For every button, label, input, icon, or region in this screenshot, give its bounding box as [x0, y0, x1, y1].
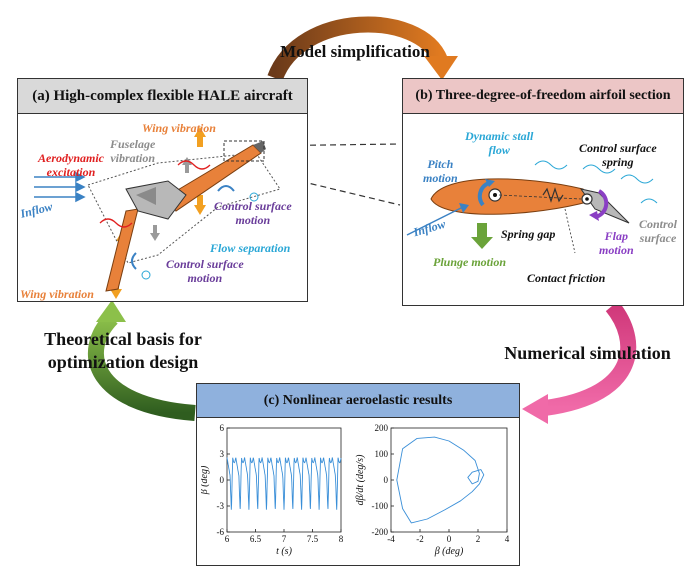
caption-theoretical-basis: Theoretical basis for optimization desig… — [8, 328, 238, 374]
caption-numerical-simulation: Numerical simulation — [504, 343, 671, 363]
label-aero-line1: Aerodynamic — [38, 151, 104, 165]
airfoil-illustration — [406, 160, 658, 254]
wing-tip — [253, 141, 266, 153]
caption-theoretical-line1: Theoretical basis for — [44, 329, 202, 349]
label-csm2-line2: motion — [187, 271, 223, 285]
c1-axes-frame — [226, 427, 342, 533]
label-contact-friction: Contact friction — [527, 271, 606, 285]
c2-ytick-label: 100 — [375, 449, 389, 459]
c2-xtick-label: 4 — [505, 534, 510, 544]
label-wing-vibration-bottom: Wing vibration — [20, 287, 94, 301]
label-fm-line1: Flap — [604, 229, 629, 243]
label-control-surface: Control surface — [639, 217, 677, 245]
c2-ytick-label: 0 — [384, 475, 389, 485]
tail — [136, 187, 156, 205]
c2-ylabel: dβ/dt (deg/s) — [355, 454, 366, 505]
label-fuselage-line2: vibration — [110, 151, 155, 165]
panel-a-title: (a) High-complex flexible HALE aircraft — [18, 79, 307, 114]
c1-xlabel: t (s) — [276, 546, 293, 557]
label-csm1-line2: motion — [235, 213, 271, 227]
chart-beta-time: 6 6.5 7 7.5 8 -6 -3 0 3 6 t (s) β (deg) — [201, 423, 344, 557]
panel-nonlinear-results: (c) Nonlinear aeroelastic results 6 6.5 7 7… — [196, 383, 520, 566]
c2-xtick-label: -2 — [416, 534, 424, 544]
label-control-surface-motion-2: Control surface motion — [166, 257, 244, 285]
label-csm2-line1: Control surface — [166, 257, 244, 271]
c2-ytick-label: -100 — [372, 501, 389, 511]
c2-ytick-label: -200 — [372, 527, 389, 537]
panel-hale-aircraft: (a) High-complex flexible HALE aircraft — [17, 78, 308, 302]
arrow-numerical-simulation — [543, 300, 637, 416]
label-cs-line2: spring — [602, 155, 634, 169]
panel-airfoil-section: (b) Three-degree-of-freedom airfoil sect… — [402, 78, 684, 306]
c2-xtick-label: 0 — [447, 534, 452, 544]
panel-b-title: (b) Three-degree-of-freedom airfoil sect… — [403, 79, 683, 114]
arrow-model-simplification — [267, 16, 448, 82]
label-csurf-line2: surface — [639, 231, 677, 245]
label-aero-line2: excitation — [46, 165, 96, 179]
c1-ytick-label: -3 — [217, 501, 225, 511]
c1-ytick-label: 3 — [220, 449, 225, 459]
caption-model-simplification: Model simplification — [280, 42, 430, 61]
plunge-arrow — [471, 223, 493, 249]
beta-time-series-line — [226, 457, 342, 510]
label-flap-motion: Flap motion — [599, 229, 634, 257]
c2-xtick-label: 2 — [476, 534, 481, 544]
label-flow-separation: Flow separation — [210, 241, 291, 255]
c1-xtick-label: 8 — [339, 534, 344, 544]
label-csurf-line1: Control — [639, 217, 678, 231]
label-pitch-motion: Pitch motion — [423, 157, 458, 185]
panel-c-title: (c) Nonlinear aeroelastic results — [197, 384, 519, 418]
c1-xtick-label: 6.5 — [250, 534, 262, 544]
arrow-head-green — [96, 300, 126, 322]
chart-phase-portrait: -4 -2 0 2 4 -200 -100 0 100 200 β (deg) dβ/dt (deg/… — [355, 423, 510, 557]
c2-axes-frame — [390, 427, 508, 533]
c1-ytick-label: -6 — [217, 527, 225, 537]
c2-ytick-label: 200 — [375, 423, 389, 433]
c1-ytick-label: 6 — [220, 423, 225, 433]
c1-ylabel: β (deg) — [201, 465, 210, 495]
left-wing — [105, 208, 139, 292]
inflow-arrows — [34, 171, 86, 203]
label-wing-vibration-top: Wing vibration — [142, 121, 216, 135]
label-pm-line1: Pitch — [427, 157, 454, 171]
arrow-theoretical-basis — [87, 312, 196, 421]
label-control-surface-motion-1: Control surface motion — [214, 199, 292, 227]
c1-xtick-label: 7 — [282, 534, 287, 544]
label-cs-line1: Control surface — [579, 141, 657, 155]
label-aero-excitation: Aerodynamic excitation — [38, 151, 104, 179]
label-dynamic-stall: Dynamic stall flow — [465, 129, 533, 157]
arrow-head-orange — [424, 56, 458, 80]
label-csm1-line1: Control surface — [214, 199, 292, 213]
c1-ytick-label: 0 — [220, 475, 225, 485]
label-plunge-motion: Plunge motion — [433, 255, 507, 269]
label-pm-line2: motion — [423, 171, 458, 185]
phase-portrait-series-line — [396, 436, 485, 524]
label-fm-line2: motion — [599, 243, 634, 257]
caption-theoretical-line2: optimization design — [47, 352, 199, 372]
label-ds-line1: Dynamic stall — [465, 129, 534, 143]
label-fuselage-line1: Fuselage — [110, 137, 156, 151]
c1-xtick-label: 7.5 — [307, 534, 319, 544]
label-control-spring: Control surface spring — [579, 141, 657, 169]
arrow-head-pink — [522, 394, 548, 424]
c2-xtick-label: -4 — [387, 534, 395, 544]
label-ds-line2: flow — [488, 143, 510, 157]
hale-aircraft-illustration — [34, 127, 281, 299]
label-spring-gap: Spring gap — [501, 227, 556, 241]
c2-xlabel: β (deg) — [434, 546, 464, 557]
label-fuselage-vibration: Fuselage vibration — [110, 137, 155, 165]
c1-xtick-label: 6 — [225, 534, 230, 544]
